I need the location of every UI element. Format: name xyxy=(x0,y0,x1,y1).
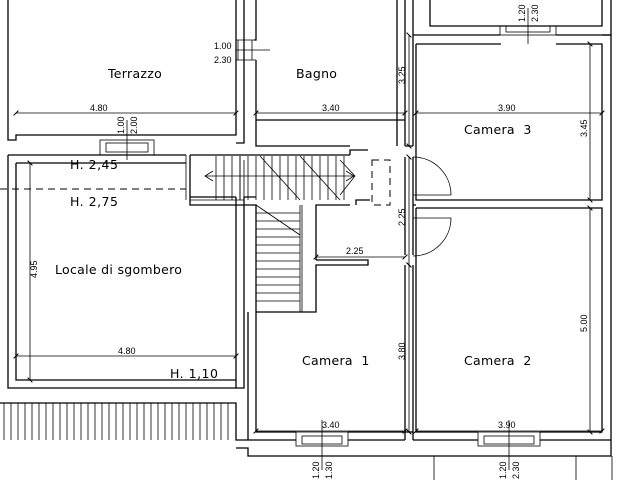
dim-locale-width: 4.80 xyxy=(118,346,136,356)
room-label-camera-3: Camera 3 xyxy=(464,122,532,137)
staircase xyxy=(215,156,345,312)
stair-stringer xyxy=(255,204,303,312)
stair-arrows xyxy=(204,155,356,201)
height-label-1: H. 2,45 xyxy=(70,157,118,172)
win-bagno-b: 2.30 xyxy=(214,55,232,65)
room-label-camera-2: Camera 2 xyxy=(464,353,532,368)
dim-locale-height: 4.95 xyxy=(29,260,39,278)
win-bagno-a: 1.00 xyxy=(214,41,232,51)
win-cam1-a: 1.20 xyxy=(311,461,321,479)
dim-camera1-height: 3.80 xyxy=(397,342,407,360)
height-label-2: H. 2,75 xyxy=(70,194,118,209)
win-top-right-a: 1.20 xyxy=(517,4,527,22)
room-label-locale: Locale di sgombero xyxy=(55,262,182,277)
dim-corridor-height: 2.25 xyxy=(397,208,407,226)
height-label-3: H. 1,10 xyxy=(170,366,218,381)
dim-camera2-height: 5.00 xyxy=(579,314,589,332)
win-terrazzo-b: 2.00 xyxy=(129,116,139,134)
dim-camera3-height: 3.45 xyxy=(579,119,589,137)
dim-terrazzo-width: 4.80 xyxy=(90,103,108,113)
win-cam1-b: 1.30 xyxy=(324,461,334,479)
dim-camera1-width: 3.40 xyxy=(322,420,340,430)
win-terrazzo-a: 1.00 xyxy=(116,116,126,134)
dim-bagno-width: 3.40 xyxy=(322,103,340,113)
win-top-right-b: 2.30 xyxy=(530,4,540,22)
dim-bagno-height: 3.25 xyxy=(397,66,407,84)
dim-camera3-width: 3.90 xyxy=(498,103,516,113)
room-label-terrazzo: Terrazzo xyxy=(107,66,162,81)
win-cam2-b: 2.30 xyxy=(511,461,521,479)
dimension-lines xyxy=(13,32,605,435)
doors xyxy=(371,156,452,257)
dim-camera2-width: 3.90 xyxy=(498,420,516,430)
balcony-railing xyxy=(3,403,229,440)
room-label-bagno: Bagno xyxy=(296,66,337,81)
room-label-camera-1: Camera 1 xyxy=(302,353,370,368)
win-cam2-a: 1.20 xyxy=(498,461,508,479)
walls xyxy=(0,0,613,480)
dim-corridor-width: 2.25 xyxy=(346,246,364,256)
